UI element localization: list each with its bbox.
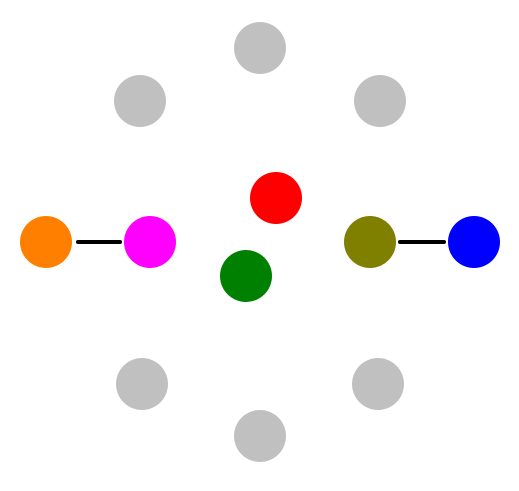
node-inner-left-magenta[interactable]: [124, 216, 176, 268]
node-bottom[interactable]: [234, 410, 286, 462]
node-top[interactable]: [234, 22, 286, 74]
node-center-red[interactable]: [250, 172, 302, 224]
node-lower-right[interactable]: [352, 358, 404, 410]
node-upper-left[interactable]: [114, 75, 166, 127]
node-upper-right[interactable]: [354, 75, 406, 127]
node-far-right-blue[interactable]: [448, 216, 500, 268]
node-lower-left[interactable]: [116, 358, 168, 410]
node-center-green[interactable]: [220, 250, 272, 302]
node-far-left-orange[interactable]: [20, 216, 72, 268]
node-inner-right-olive[interactable]: [344, 216, 396, 268]
